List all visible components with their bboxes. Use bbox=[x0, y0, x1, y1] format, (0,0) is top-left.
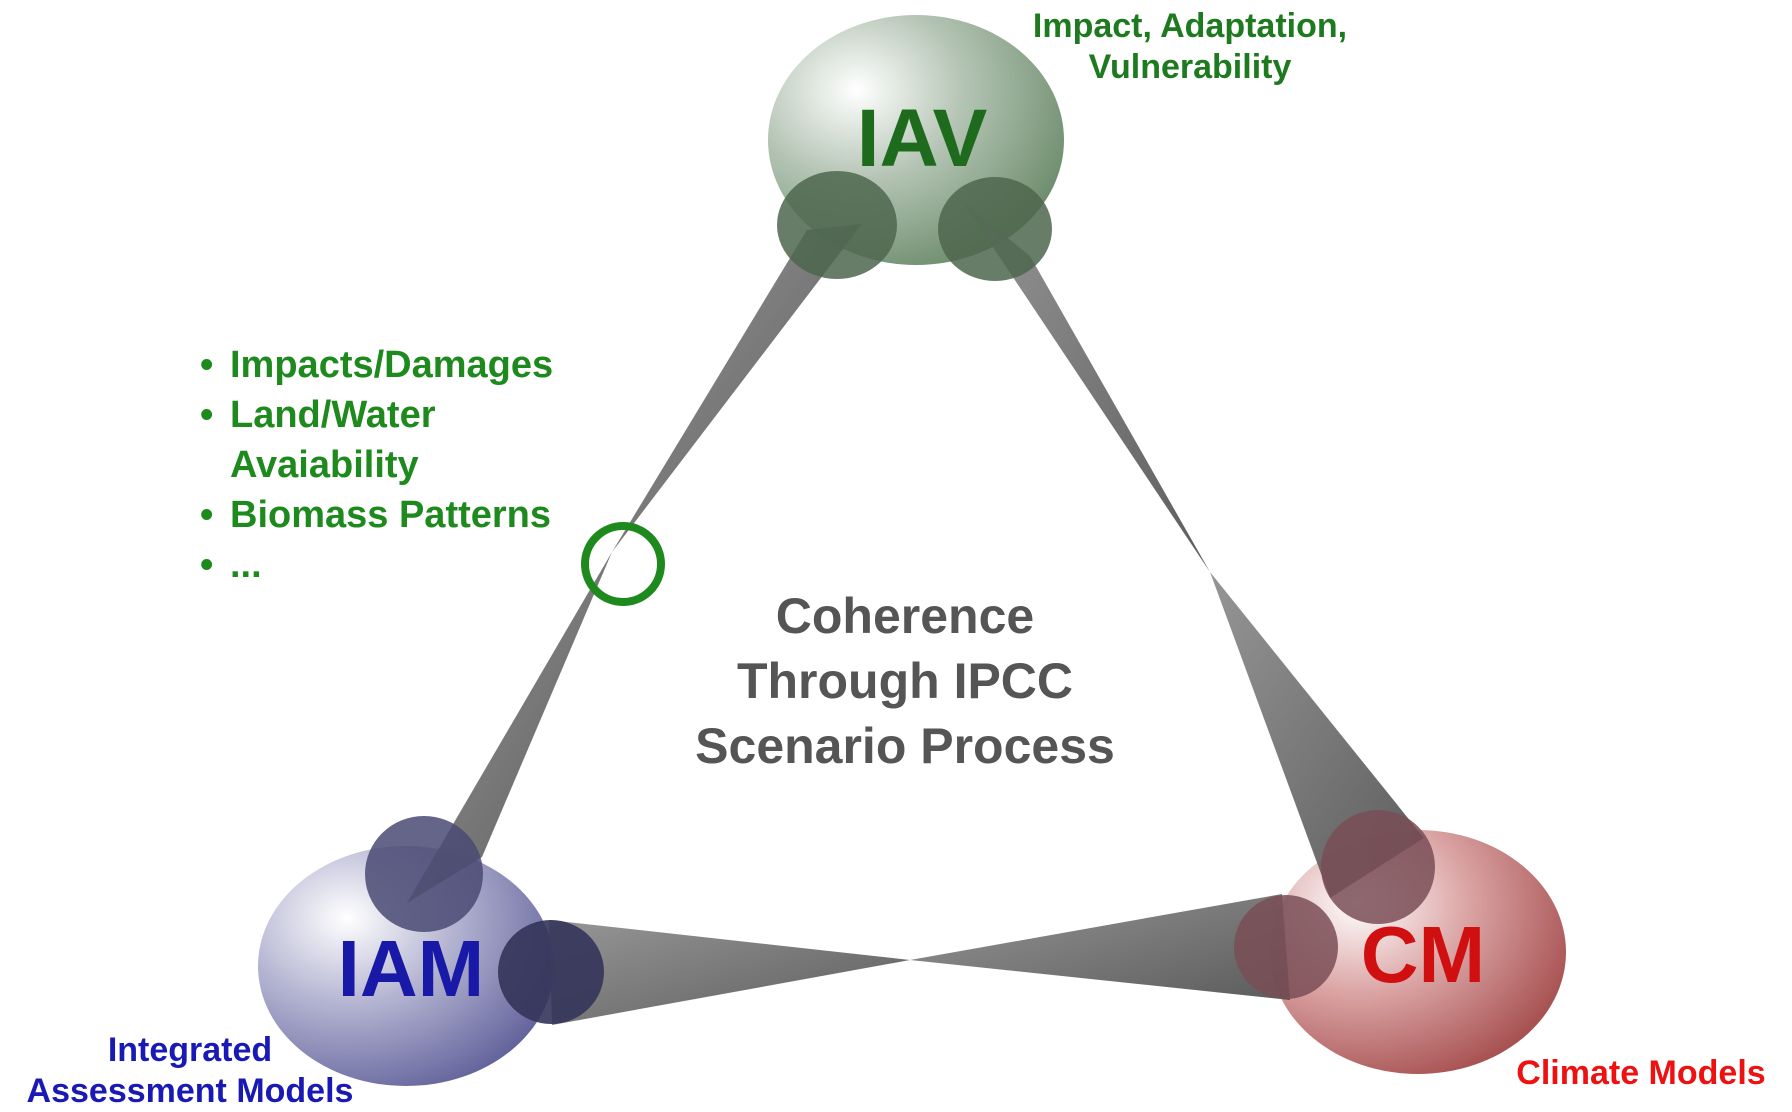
list-item: Impacts/Damages bbox=[200, 340, 553, 390]
iav-label: IAV bbox=[857, 93, 988, 184]
iam-description: Integrated Assessment Models bbox=[0, 1030, 380, 1112]
iam-description-line: Assessment Models bbox=[26, 1071, 354, 1110]
center-line: Coherence bbox=[775, 588, 1035, 644]
iam-description-line: Integrated bbox=[107, 1031, 273, 1069]
iam-label: IAM bbox=[338, 924, 485, 1013]
list-item: Biomass Patterns bbox=[200, 490, 553, 540]
edge-iam-cm bbox=[498, 894, 1338, 1025]
center-line: Through IPCC bbox=[736, 653, 1074, 709]
iav-description-line: Impact, Adaptation, bbox=[1032, 7, 1348, 45]
center-statement: Coherence Through IPCC Scenario Process bbox=[640, 584, 1170, 779]
edge-iav-cm bbox=[938, 177, 1435, 924]
iam-node-ellipse bbox=[258, 846, 554, 1086]
cm-description-line: Climate Models bbox=[1516, 1054, 1766, 1092]
iav-description-line: Vulnerability bbox=[1088, 47, 1292, 86]
list-item: ... bbox=[200, 540, 553, 590]
data-flow-marker bbox=[581, 522, 665, 606]
center-line: Scenario Process bbox=[695, 718, 1115, 774]
list-item-text: Land/Water Avaiability bbox=[230, 394, 436, 486]
cm-label: CM bbox=[1361, 910, 1485, 999]
list-item: Land/Water Avaiability bbox=[200, 390, 553, 490]
cm-description: Climate Models bbox=[1490, 1053, 1792, 1094]
iav-description: Impact, Adaptation, Vulnerability bbox=[1000, 6, 1380, 88]
exchanged-data-list: Impacts/Damages Land/Water Avaiability B… bbox=[200, 340, 553, 590]
edge-iav-iam bbox=[365, 171, 897, 932]
